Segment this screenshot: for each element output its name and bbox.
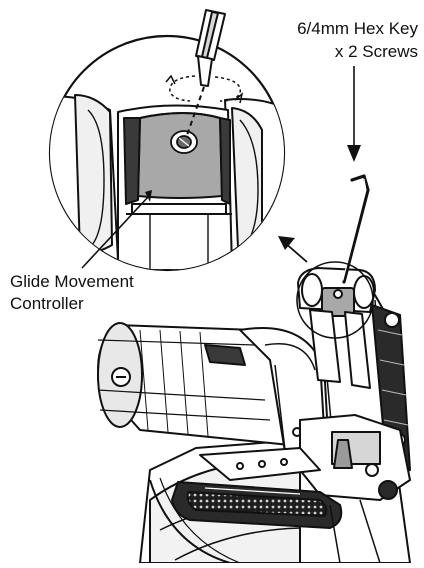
hex-key-label-line1: 6/4mm Hex Key <box>297 19 418 38</box>
pointer-arrow-icon <box>347 66 361 162</box>
glide-label-line1: Glide Movement <box>10 272 134 291</box>
rotation-arrow-icon <box>165 74 244 104</box>
pointer-arrow-icon <box>278 236 308 263</box>
saw-body <box>97 267 411 564</box>
glide-label-line2: Controller <box>10 294 84 313</box>
hex-key-label-line2: x 2 Screws <box>334 42 418 61</box>
detail-zoom <box>48 34 286 272</box>
hex-key-icon <box>342 174 370 284</box>
pointer-arrow-icon <box>81 190 152 269</box>
hinge-highlight-circle <box>296 261 374 339</box>
screwdriver-icon <box>185 9 226 139</box>
screw-icon <box>170 130 198 154</box>
